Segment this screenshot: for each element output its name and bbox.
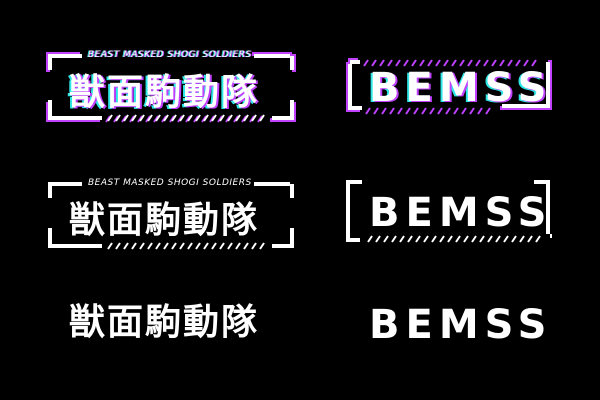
acronym-logo-framed: BEMSS: [340, 176, 560, 256]
acronym-framed: BEMSS: [369, 190, 552, 236]
acronym-logo-plain-text: BEMSS: [369, 302, 552, 348]
kanji-logo-plain: 獣面駒動隊: [40, 290, 300, 350]
kanji-logo-glitch-frame: [46, 52, 296, 123]
acronym-plain: BEMSS: [369, 302, 552, 348]
kanji-logo-glitch-text: BEAST MASKED SHOGI SOLDIERS BEAST MASKED…: [67, 50, 261, 114]
acronym-logo-framed-text: BEMSS: [369, 190, 552, 236]
kanji-title-framed: 獣面駒動隊: [69, 200, 259, 241]
acronym-logo-plain: BEMSS: [340, 292, 560, 352]
acronym-logo-glitch: BEMSS BEMSS BEMSS: [340, 52, 560, 122]
kanji-logo-glitch: BEAST MASKED SHOGI SOLDIERS BEAST MASKED…: [40, 42, 300, 132]
kanji-title-glitch-cyan: 獣面駒動隊: [67, 73, 257, 114]
kanji-title-glitch-magenta: 獣面駒動隊: [71, 73, 261, 114]
acronym-glitch: BEMSS: [369, 65, 552, 111]
acronym-logo-glitch-frame: [346, 58, 552, 115]
tagline-glitch-magenta: BEAST MASKED SHOGI SOLDIERS: [89, 50, 253, 60]
acronym-glitch-magenta: BEMSS: [371, 66, 554, 112]
kanji-logo-framed: BEAST MASKED SHOGI SOLDIERS 獣面駒動隊: [40, 170, 300, 260]
tagline-glitch: BEAST MASKED SHOGI SOLDIERS: [88, 50, 252, 60]
acronym-logo-glitch-text: BEMSS BEMSS BEMSS: [367, 65, 554, 112]
kanji-title-plain: 獣面駒動隊: [69, 302, 259, 343]
tagline-framed: BEAST MASKED SHOGI SOLDIERS: [88, 178, 252, 188]
acronym-logo-framed-frame: [346, 180, 552, 243]
kanji-logo-framed-frame: [48, 182, 294, 250]
tagline-glitch-cyan: BEAST MASKED SHOGI SOLDIERS: [87, 50, 251, 60]
kanji-logo-framed-text: BEAST MASKED SHOGI SOLDIERS 獣面駒動隊: [69, 178, 259, 241]
acronym-glitch-cyan: BEMSS: [367, 66, 550, 112]
kanji-title-glitch: 獣面駒動隊: [69, 72, 259, 113]
kanji-logo-plain-text: 獣面駒動隊: [69, 302, 259, 343]
